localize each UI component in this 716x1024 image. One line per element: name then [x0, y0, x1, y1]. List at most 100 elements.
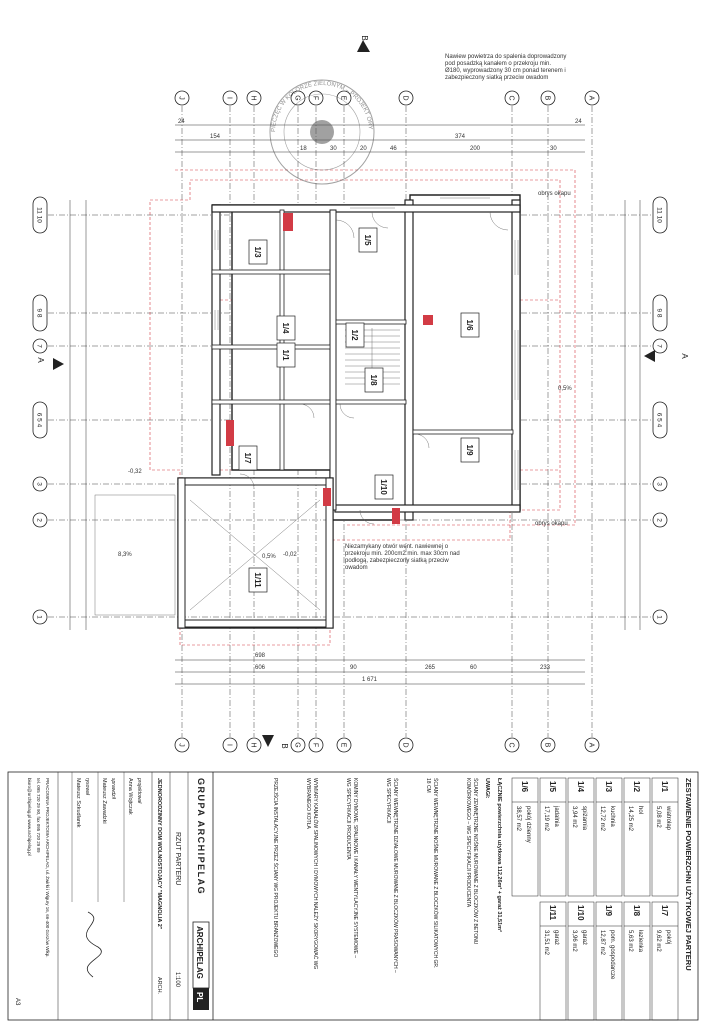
svg-text:18: 18	[300, 146, 307, 152]
svg-text:374: 374	[455, 134, 466, 140]
svg-text:pokój dzienny: pokój dzienny	[525, 806, 531, 843]
svg-text:1/6: 1/6	[465, 319, 474, 331]
room-label-1-11: 1/11	[248, 567, 268, 593]
axis-bubble-1: 1	[652, 609, 668, 625]
section-mark-a-right: A	[644, 350, 689, 362]
vent-note-line1: Nawiew powietrza do spalenia doprowadzon…	[445, 54, 566, 81]
axis-bubble-j: J	[174, 90, 190, 106]
plan-annotations: Nawiew powietrza do spalenia doprowadzon…	[118, 54, 572, 571]
axis-bubble-g: G	[290, 737, 306, 753]
grid-lines	[48, 106, 652, 737]
svg-text:A: A	[36, 357, 45, 363]
sheet-scale: 1:100	[174, 972, 180, 988]
svg-text:60: 60	[470, 665, 477, 671]
svg-text:F: F	[312, 743, 319, 747]
svg-text:H: H	[250, 742, 257, 747]
slope-label-3: 0,5%	[558, 386, 572, 392]
axis-bubble-3: 3	[652, 476, 668, 492]
sheet-size: A3	[14, 998, 20, 1006]
signature	[86, 911, 102, 978]
note-item: WYMIARY KANAŁÓW SPALINOWYCH I DYMOWYCH N…	[305, 778, 319, 969]
svg-text:3,96 m2: 3,96 m2	[571, 930, 577, 952]
svg-text:D: D	[402, 742, 409, 747]
axis-bubble-f: F	[308, 90, 324, 106]
svg-text:kuchnia: kuchnia	[609, 806, 615, 827]
svg-text:2: 2	[36, 518, 43, 522]
axis-bubble-11-10: 11 10	[32, 196, 48, 234]
svg-text:265: 265	[425, 665, 436, 671]
svg-text:31,51 m2: 31,51 m2	[543, 930, 549, 956]
schedule-and-titleblock: ZESTAWIENIE POWIERZCHNI UŻYTKOWEJ PARTER…	[7, 771, 699, 1021]
office-web: biuro@archipelag.pl www.archipelag.pl	[27, 778, 32, 856]
axis-bubble-1: 1	[32, 609, 48, 625]
axis-bubble-i: I	[222, 737, 238, 753]
svg-text:E: E	[340, 96, 347, 101]
office-address: PRACOWNIA PROJEKTOWA ARCHIPELAG, ul. Żwi…	[45, 778, 51, 958]
svg-text:1/9: 1/9	[465, 444, 474, 456]
eave-label-2: obrys okapu	[535, 521, 568, 527]
notes-list: ŚCIANY ZEWNĘTRZNE NOŚNE MUROWANE Z BLOCZ…	[272, 778, 480, 973]
svg-text:5,63 m2: 5,63 m2	[627, 930, 633, 952]
axis-bubble-6-5-4: 6 5 4	[652, 401, 668, 439]
author-role: projektował	[136, 777, 142, 804]
slope-label-garage: 8,3%	[118, 552, 132, 558]
axis-bubble-d: D	[398, 90, 414, 106]
svg-text:E: E	[340, 743, 347, 748]
room-label-1-4: 1/4	[276, 315, 296, 341]
project-name: JEDNORODZINNY DOM WOLNOSTOJĄCY "MAGNOLIA…	[156, 778, 162, 930]
section-mark-a-left: A	[36, 357, 64, 370]
note-item: ŚCIANY WEWNĘTRZNE NOŚNE MUROWANE Z BLOCZ…	[425, 778, 440, 968]
svg-text:1 671: 1 671	[362, 677, 378, 683]
svg-text:1/10: 1/10	[576, 905, 585, 921]
svg-text:1/8: 1/8	[632, 905, 641, 917]
company-name: GRUPA ARCHIPELAG	[196, 778, 206, 895]
svg-text:1/11: 1/11	[548, 905, 557, 921]
axis-bubble-h: H	[246, 737, 262, 753]
svg-text:9 8: 9 8	[36, 308, 43, 317]
level-label-1: -0,02	[283, 552, 297, 558]
svg-text:38,57 m2: 38,57 m2	[515, 806, 521, 832]
author-role: sprawdził	[110, 778, 116, 800]
axis-bubble-11-10: 11 10	[652, 196, 668, 234]
svg-text:3: 3	[656, 482, 663, 486]
eave-label-1: obrys okapu	[538, 191, 571, 197]
axis-bubble-c: C	[504, 90, 520, 106]
svg-text:3: 3	[36, 482, 43, 486]
svg-text:24: 24	[575, 119, 582, 125]
windows	[214, 197, 519, 490]
notes-heading: UWAGI:	[484, 778, 490, 799]
axis-bubble-c: C	[504, 737, 520, 753]
axis-bubble-3: 3	[32, 476, 48, 492]
room-label-1-8: 1/8	[364, 367, 384, 393]
svg-text:5,08 m2: 5,08 m2	[655, 806, 661, 828]
section-mark-b-bottom: B	[262, 735, 289, 749]
svg-text:1/3: 1/3	[253, 246, 262, 258]
schedule-total: ŁĄCZNIE powierzchnia użytkowa 112,26m² +…	[496, 778, 503, 932]
svg-text:1/1: 1/1	[660, 781, 669, 793]
svg-text:1/4: 1/4	[281, 322, 290, 334]
axis-bubble-a: A	[584, 90, 600, 106]
svg-text:1/10: 1/10	[379, 479, 388, 495]
svg-text:7: 7	[36, 344, 43, 348]
svg-text:1/5: 1/5	[548, 781, 557, 793]
svg-text:1/2: 1/2	[632, 781, 641, 793]
garage-door-marks	[94, 494, 321, 616]
svg-text:1/7: 1/7	[243, 452, 252, 464]
svg-text:1: 1	[36, 615, 43, 619]
svg-text:1: 1	[656, 615, 663, 619]
axis-bubble-2: 2	[32, 512, 48, 528]
svg-text:A: A	[680, 353, 689, 359]
svg-text:11 10: 11 10	[36, 207, 43, 223]
